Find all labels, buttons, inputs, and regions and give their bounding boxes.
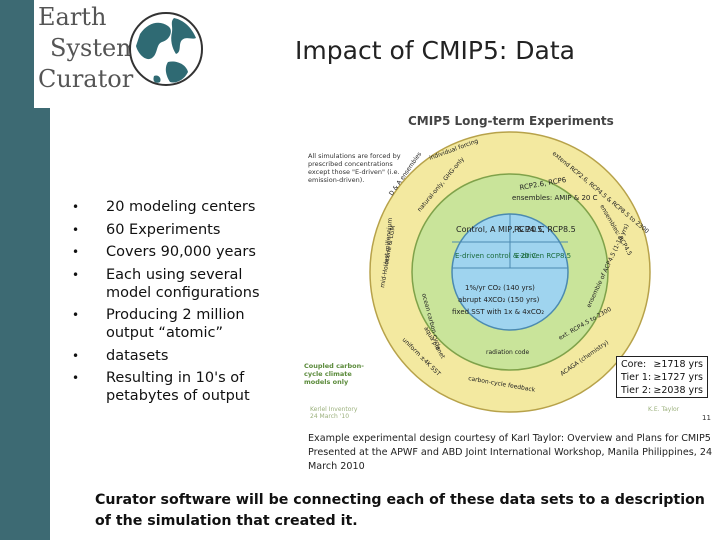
figure-footnote-left: Kerlel Inventory 24 March '10 — [310, 406, 358, 420]
logo-line-earth: Earth — [38, 3, 107, 31]
coupled-models-note: Coupled carbon-cycle climate models only — [304, 362, 364, 386]
tier-legend: Core: ≥1718 yrs Tier 1: ≥1727 yrs Tier 2… — [616, 356, 708, 398]
bullet-item: 60 Experiments — [72, 221, 282, 239]
core-control-label: Control, A MIP, & 20 C — [456, 225, 545, 234]
bullet-item: Covers 90,000 years — [72, 243, 282, 261]
logo-text: Earth System Curator — [38, 2, 148, 95]
legend-row-tier2: Tier 2: ≥2038 yrs — [621, 384, 703, 397]
bullet-item: datasets — [72, 347, 282, 365]
core-edriven-rcp-label: E-driven RCP8.5 — [515, 252, 571, 260]
globe-icon — [129, 12, 203, 86]
core-ensembles-label: ensembles: AMIP & 20 C — [512, 194, 598, 202]
legend-row-core: Core: ≥1718 yrs — [621, 358, 703, 371]
ring-label: radiation code — [486, 349, 529, 356]
legend-label: Tier 2: — [621, 385, 652, 396]
logo-line-curator: Curator — [38, 65, 134, 93]
figure-title: CMIP5 Long-term Experiments — [408, 114, 614, 128]
bullet-item: Producing 2 million output “atomic” — [72, 306, 282, 342]
figure-footnote-right: K.E. Taylor — [648, 406, 680, 413]
logo-line-system: System — [50, 34, 139, 62]
ring-label: last millennium — [383, 217, 394, 264]
core-rcp45-label: RCP4.5, RCP8.5 — [514, 225, 576, 234]
bullet-list: 20 modeling centers 60 Experiments Cover… — [72, 198, 282, 410]
footer-statement: Curator software will be connecting each… — [95, 492, 705, 529]
legend-row-tier1: Tier 1: ≥1727 yrs — [621, 371, 703, 384]
core-edriven-control-label: E-driven control & 20 C — [455, 252, 537, 260]
figure-page-number: 11 — [702, 414, 711, 422]
slide-title: Impact of CMIP5: Data — [295, 36, 575, 65]
legend-label: Tier 1: — [621, 372, 652, 383]
tier1-inner-label: 1%/yr CO₂ (140 yrs) — [465, 284, 535, 292]
bullet-item: Resulting in 10's of petabytes of output — [72, 369, 282, 405]
tier1-inner-label: fixed SST with 1x & 4xCO₂ — [452, 308, 544, 316]
cmip5-experiments-figure: CMIP5 Long-term Experiments All simulati… — [300, 108, 712, 426]
legend-value: ≥1727 yrs — [653, 372, 703, 383]
tier1-inner-label: abrupt 4XCO₂ (150 yrs) — [458, 296, 540, 304]
figure-note: All simulations are forced by prescribed… — [308, 152, 401, 184]
legend-value: ≥2038 yrs — [653, 385, 703, 396]
legend-label: Core: — [621, 359, 647, 370]
bullet-item: Each using several model configurations — [72, 266, 282, 302]
earth-system-curator-logo: Earth System Curator — [34, 0, 203, 108]
bullet-item: 20 modeling centers — [72, 198, 282, 216]
experiment-rings-diagram: ensembles: AMIP & 20 C Control, A MIP, &… — [369, 131, 651, 413]
legend-value: ≥1718 yrs — [653, 359, 703, 370]
figure-caption: Example experimental design courtesy of … — [308, 433, 713, 472]
